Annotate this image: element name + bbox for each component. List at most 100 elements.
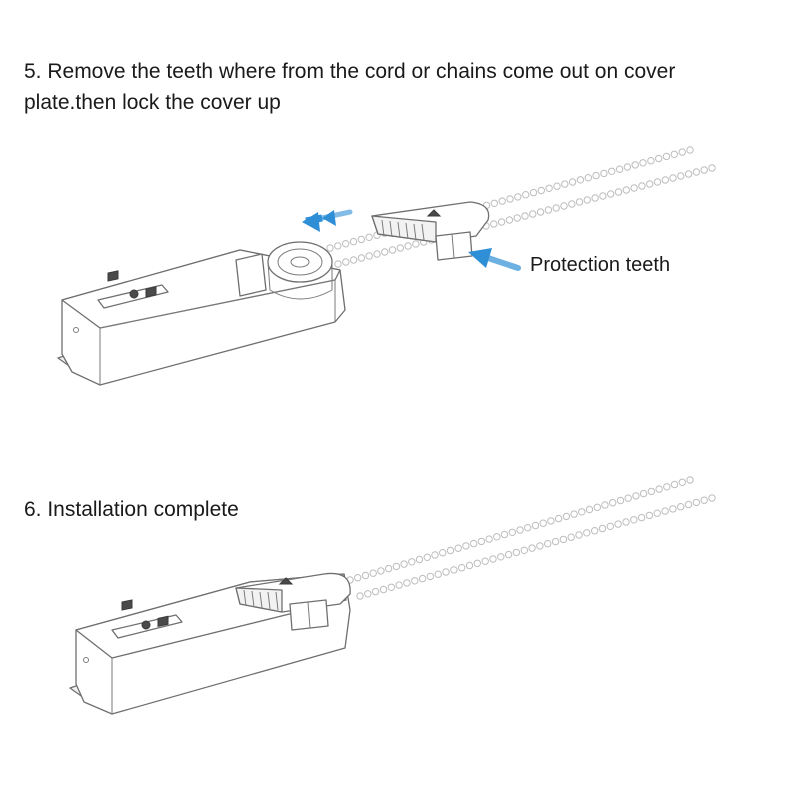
chain-bead (490, 199, 498, 207)
chain-bead (361, 571, 370, 580)
chain-bead (396, 244, 404, 252)
chain-bead (598, 524, 607, 533)
chain-bead (686, 476, 694, 484)
chain-bead (545, 184, 553, 192)
chain-bead (529, 188, 538, 197)
chain-bead (583, 196, 591, 204)
protection-teeth-label: Protection teeth (530, 254, 671, 276)
chain-bead (384, 564, 393, 573)
chain-bead (624, 494, 632, 502)
chain-bead (575, 531, 583, 539)
step-5-instruction: 5. Remove the teeth where from the cord … (24, 60, 676, 114)
chain-bead (692, 498, 701, 507)
chain-bead (505, 216, 514, 224)
chain-bead (639, 489, 648, 498)
attached-cover (235, 572, 351, 631)
chain-bead (552, 204, 560, 212)
chain-bead (663, 483, 671, 491)
chain-bead (356, 592, 364, 600)
chain-bead (531, 521, 540, 530)
chain-bead (630, 516, 638, 524)
chain-bead (608, 167, 616, 175)
button-panel (97, 270, 169, 309)
center-button-icon (129, 289, 139, 299)
chain-bead (614, 520, 622, 528)
chain-bead (567, 533, 575, 541)
chain-bead (364, 590, 372, 598)
chain-bead (576, 176, 585, 184)
step-6-instruction: 6. Installation complete (24, 498, 239, 521)
chain-bead (388, 246, 397, 254)
chain-bead (497, 553, 505, 561)
chain-bead (537, 186, 545, 195)
arrow-left-icon (302, 209, 353, 232)
chain-bead (462, 542, 470, 550)
chain-bead (423, 553, 431, 562)
triangle-marker-icon (426, 209, 442, 217)
chain-bead (490, 220, 498, 228)
chain-bead (570, 510, 578, 518)
chain-bead (614, 188, 623, 196)
motor-installed-illustration (69, 476, 716, 715)
chain-bead (560, 202, 568, 210)
chain-bead (692, 168, 701, 176)
chain-bead (524, 524, 532, 532)
chain-bead (599, 192, 607, 200)
motor-body-2 (69, 572, 351, 715)
chain-bead (561, 180, 569, 188)
chain-bead (516, 526, 524, 534)
chain-bead (638, 182, 646, 190)
indicator-light-2 (83, 657, 89, 663)
chain-bead (554, 514, 563, 523)
chain-bead (639, 159, 647, 167)
chain-bead (454, 544, 462, 552)
chain-bead (661, 507, 669, 515)
protection-teeth (435, 231, 473, 261)
chain-bead (708, 494, 716, 502)
chain-bead (646, 180, 654, 188)
chain-bead (700, 166, 708, 174)
chain-bead (508, 528, 516, 536)
chain-bead (473, 559, 481, 568)
chain-bead (371, 587, 380, 596)
chain-bead (669, 505, 677, 513)
chain-bead (354, 574, 362, 582)
arrow-pointer-icon (468, 248, 521, 271)
chain-bead (684, 500, 693, 509)
chain-bead (601, 501, 609, 509)
chain-bead (592, 171, 600, 180)
chain-bead (512, 548, 521, 557)
chain-bead (498, 197, 506, 205)
chain-bead (489, 555, 497, 563)
center-button-icon-2 (141, 620, 151, 630)
chain-bead (326, 244, 334, 252)
chain-bead (418, 574, 427, 583)
bead-chain-upper (326, 146, 694, 252)
chain-bead (547, 517, 555, 525)
chain-bead (536, 208, 545, 216)
chain-bead (377, 567, 385, 575)
chain-bead (661, 176, 669, 184)
chain-bead (578, 508, 586, 516)
chain-bead (387, 583, 395, 592)
chain-bead (365, 233, 373, 242)
chain-bead (465, 561, 474, 570)
chain-bead (670, 480, 679, 489)
chain-bead (684, 170, 693, 178)
motor-body (57, 241, 346, 386)
chain-bead (469, 539, 478, 548)
chain-bead (616, 496, 625, 505)
chain-bead (373, 250, 381, 258)
chain-bead (365, 252, 373, 260)
chain-bead (678, 148, 686, 156)
button-panel-2 (111, 599, 183, 639)
chain-bead (653, 509, 661, 517)
chain-bead (637, 513, 646, 522)
chain-bead (500, 530, 509, 539)
chain-bead (400, 560, 408, 568)
bead-chain-group (326, 146, 716, 268)
chain-bead (485, 535, 493, 543)
indicator-light (73, 327, 79, 333)
chain-bead (655, 485, 663, 493)
chain-bead (528, 544, 536, 552)
